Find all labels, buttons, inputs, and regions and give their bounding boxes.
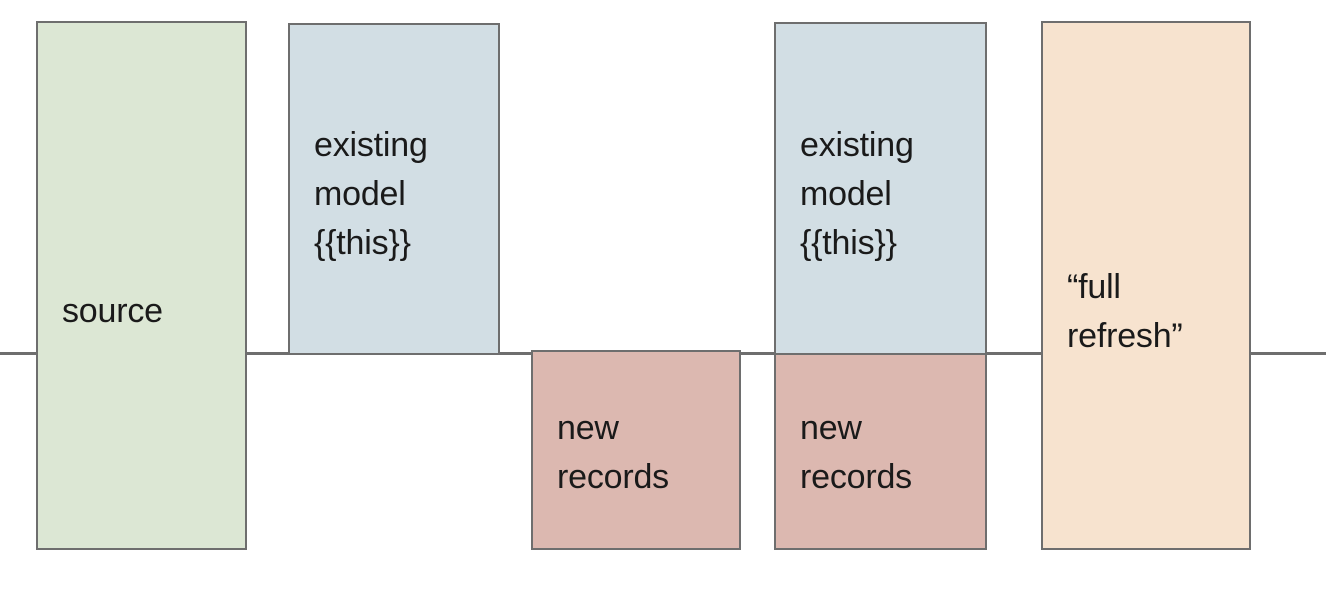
box-existing-model-1-label: existing model {{this}} [314,126,428,262]
box-existing-model-2[interactable]: existing model {{this}} [774,22,987,355]
box-new-records-1-label: new records [557,409,669,496]
box-source-label: source [62,292,163,330]
box-existing-model-1[interactable]: existing model {{this}} [288,23,500,355]
box-source[interactable]: source [36,21,247,550]
box-new-records-1[interactable]: new records [531,350,741,550]
box-full-refresh-label: “full refresh” [1067,268,1183,355]
box-full-refresh[interactable]: “full refresh” [1041,21,1251,550]
box-existing-model-2-label: existing model {{this}} [800,126,914,262]
box-new-records-2[interactable]: new records [774,353,987,550]
box-new-records-2-label: new records [800,409,912,496]
